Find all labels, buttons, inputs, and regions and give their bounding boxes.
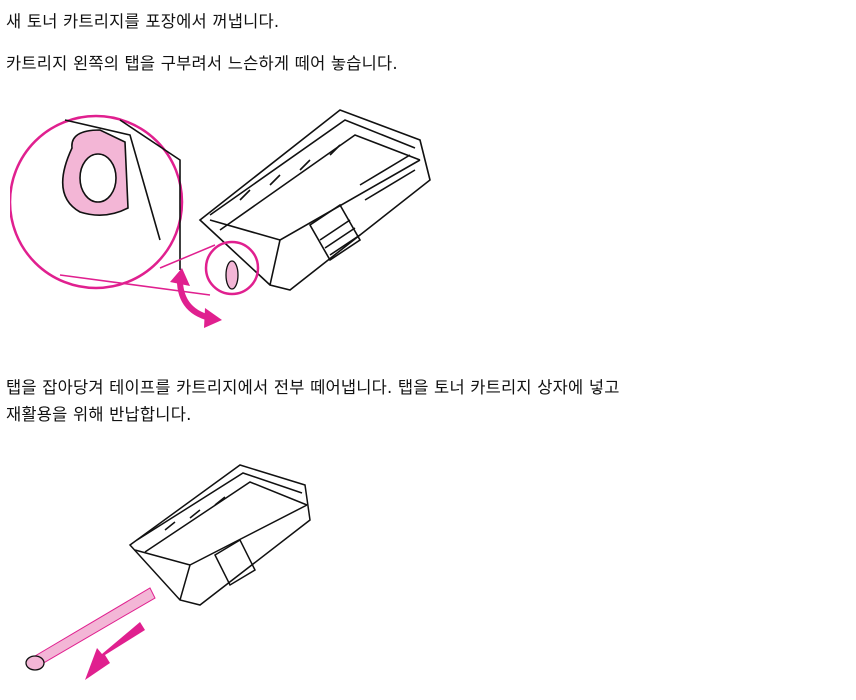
instruction-step-3-line-2: 재활용을 위해 반납합니다. xyxy=(6,405,192,424)
toner-cartridge-drawing xyxy=(198,109,431,291)
instruction-step-3-line-1: 탭을 잡아당겨 테이프를 카트리지에서 전부 떼어냅니다. 탭을 토너 카트리지… xyxy=(6,378,620,397)
illustration-pull-tape xyxy=(25,464,311,680)
instruction-step-2: 카트리지 왼쪽의 탭을 구부려서 느슨하게 떼어 놓습니다. xyxy=(6,54,398,73)
instruction-step-1: 새 토너 카트리지를 포장에서 꺼냅니다. xyxy=(6,12,280,31)
tab-closeup xyxy=(61,119,181,270)
pull-tab xyxy=(25,655,45,671)
pull-arrow-icon xyxy=(85,622,145,680)
magnifier-circle-small xyxy=(204,240,260,296)
toner-cartridge-drawing xyxy=(128,464,311,606)
illustration-bend-tab xyxy=(10,109,431,328)
